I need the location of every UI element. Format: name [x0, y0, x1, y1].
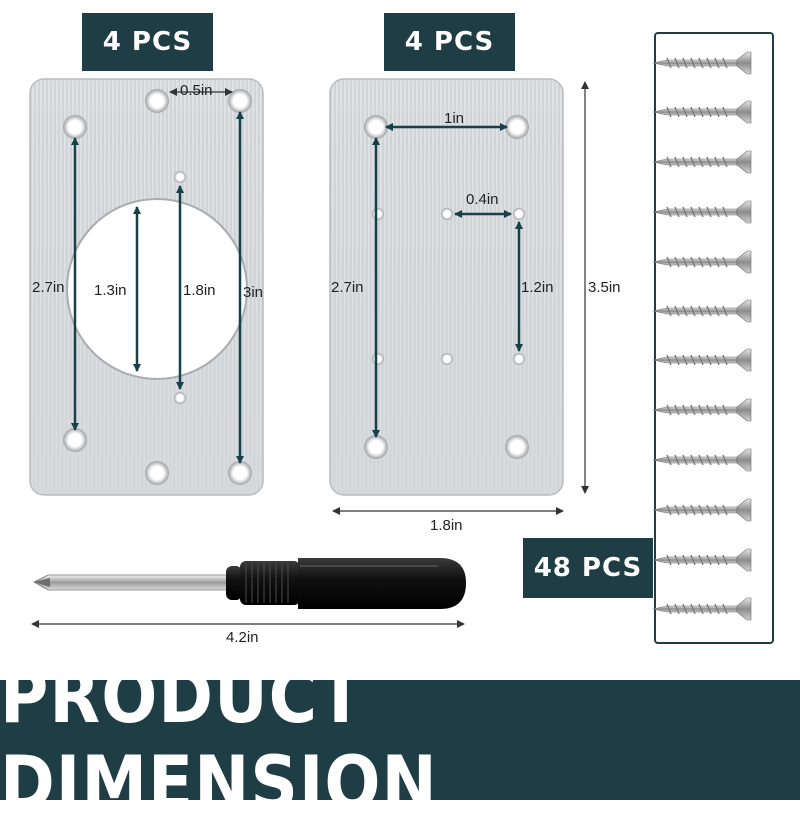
bottom-banner: PRODUCT DIMENSION [0, 654, 800, 826]
mounting-hole [63, 115, 87, 139]
plate-right-quantity-badge: 4 PCS [384, 13, 515, 71]
mounting-hole [364, 435, 388, 459]
dim-label: 2.7in [32, 279, 65, 296]
dim-label: 3.5in [588, 279, 621, 296]
dim-label: 0.4in [466, 191, 499, 208]
dim-label: 4.2in [226, 629, 259, 646]
mounting-hole [364, 115, 388, 139]
banner-title: PRODUCT DIMENSION [0, 653, 438, 826]
small-hole [174, 171, 186, 183]
small-hole [441, 353, 453, 365]
product-illustration: 0.5in 2.7in 1.3in 1.8in 3in 1in 2.7in 0.… [29, 32, 774, 646]
plate-left-quantity-badge: 4 PCS [82, 13, 213, 71]
screws-box [654, 32, 774, 644]
mounting-hole [63, 428, 87, 452]
small-hole [372, 208, 384, 220]
mounting-hole [505, 115, 529, 139]
dim-label: 1in [444, 110, 464, 127]
dim-label: 1.8in [430, 517, 463, 534]
mounting-hole [145, 89, 169, 113]
mounting-hole [505, 435, 529, 459]
small-hole [174, 392, 186, 404]
dim-label: 2.7in [331, 279, 364, 296]
screws-quantity-badge: 48 PCS [523, 538, 653, 598]
left-plate-dimension-arrows [71, 88, 244, 464]
mounting-hole [228, 461, 252, 485]
mounting-hole [228, 89, 252, 113]
dim-label: 1.8in [183, 282, 216, 299]
small-hole [441, 208, 453, 220]
small-hole [513, 353, 525, 365]
hinge-plate-left [29, 78, 264, 496]
dim-label: 0.5in [180, 82, 213, 99]
small-hole [372, 353, 384, 365]
dim-label: 3in [243, 284, 263, 301]
large-circular-cutout [66, 198, 248, 380]
dim-label: 1.3in [94, 282, 127, 299]
screwdriver-icon [33, 558, 466, 609]
mounting-hole [145, 461, 169, 485]
right-plate-dimension-arrows [332, 81, 589, 515]
dim-label: 1.2in [521, 279, 554, 296]
small-hole [513, 208, 525, 220]
